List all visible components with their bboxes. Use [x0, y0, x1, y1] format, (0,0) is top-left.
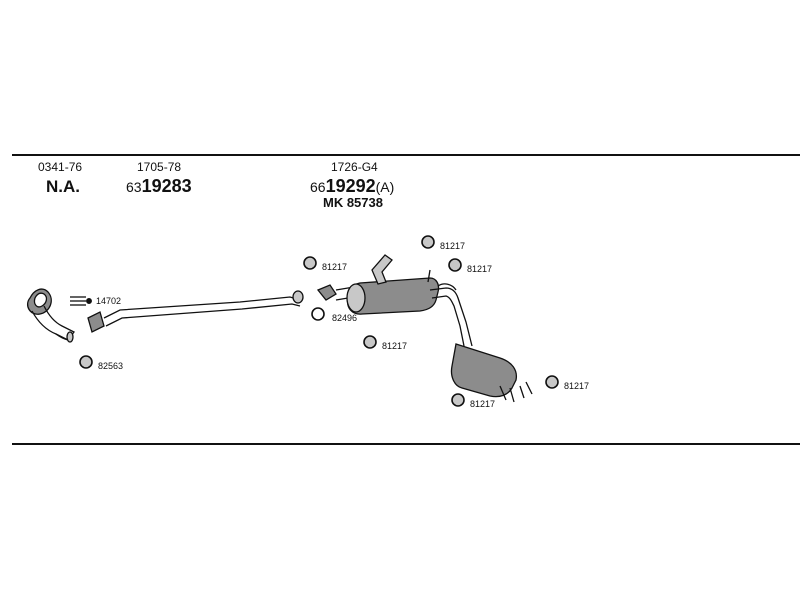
- column-3-part-number: 6619292(A): [310, 177, 394, 196]
- ring-81217-d-icon: [363, 335, 377, 349]
- label-14702: 14702: [96, 296, 122, 306]
- column-3-part-prefix: 66: [310, 179, 326, 195]
- column-2-part-prefix: 63: [126, 179, 142, 195]
- center-and-rear-silencer: [316, 254, 533, 403]
- front-pipe: [26, 288, 75, 343]
- label-81217-e: 81217: [564, 381, 590, 391]
- column-3-code: 1726-G4: [331, 160, 378, 174]
- header-rule: [12, 154, 800, 156]
- label-81217-a: 81217: [322, 262, 348, 272]
- clamp-14702-icon: [70, 296, 92, 306]
- ring-81217-e-icon: [545, 375, 559, 389]
- column-2-part-number: 6319283: [126, 177, 192, 196]
- column-2-code: 1705-78: [137, 160, 182, 174]
- ring-81217-b-icon: [421, 235, 435, 249]
- column-1-part-number: N.A.: [46, 177, 80, 196]
- ring-81217-c-icon: [448, 258, 462, 272]
- footer-rule: [12, 443, 800, 445]
- label-81217-b: 81217: [440, 241, 466, 251]
- ring-82563-icon: [79, 355, 93, 369]
- label-82496: 82496: [332, 313, 358, 323]
- column-3-part-suffix: (A): [375, 179, 395, 195]
- label-82563: 82563: [98, 361, 124, 371]
- ring-81217-a-icon: [303, 256, 317, 270]
- label-81217-c: 81217: [467, 264, 493, 274]
- column-1-code: 0341-76: [38, 160, 83, 174]
- column-2-part-main: 19283: [141, 176, 192, 196]
- label-81217-d: 81217: [382, 341, 408, 351]
- label-81217-f: 81217: [470, 399, 496, 409]
- ring-82496-icon: [311, 307, 325, 321]
- ring-81217-f-icon: [451, 393, 465, 407]
- column-3-kit-number: MK 85738: [323, 195, 383, 210]
- column-3-part-main: 19292: [325, 176, 376, 196]
- intermediate-pipe: [87, 290, 304, 333]
